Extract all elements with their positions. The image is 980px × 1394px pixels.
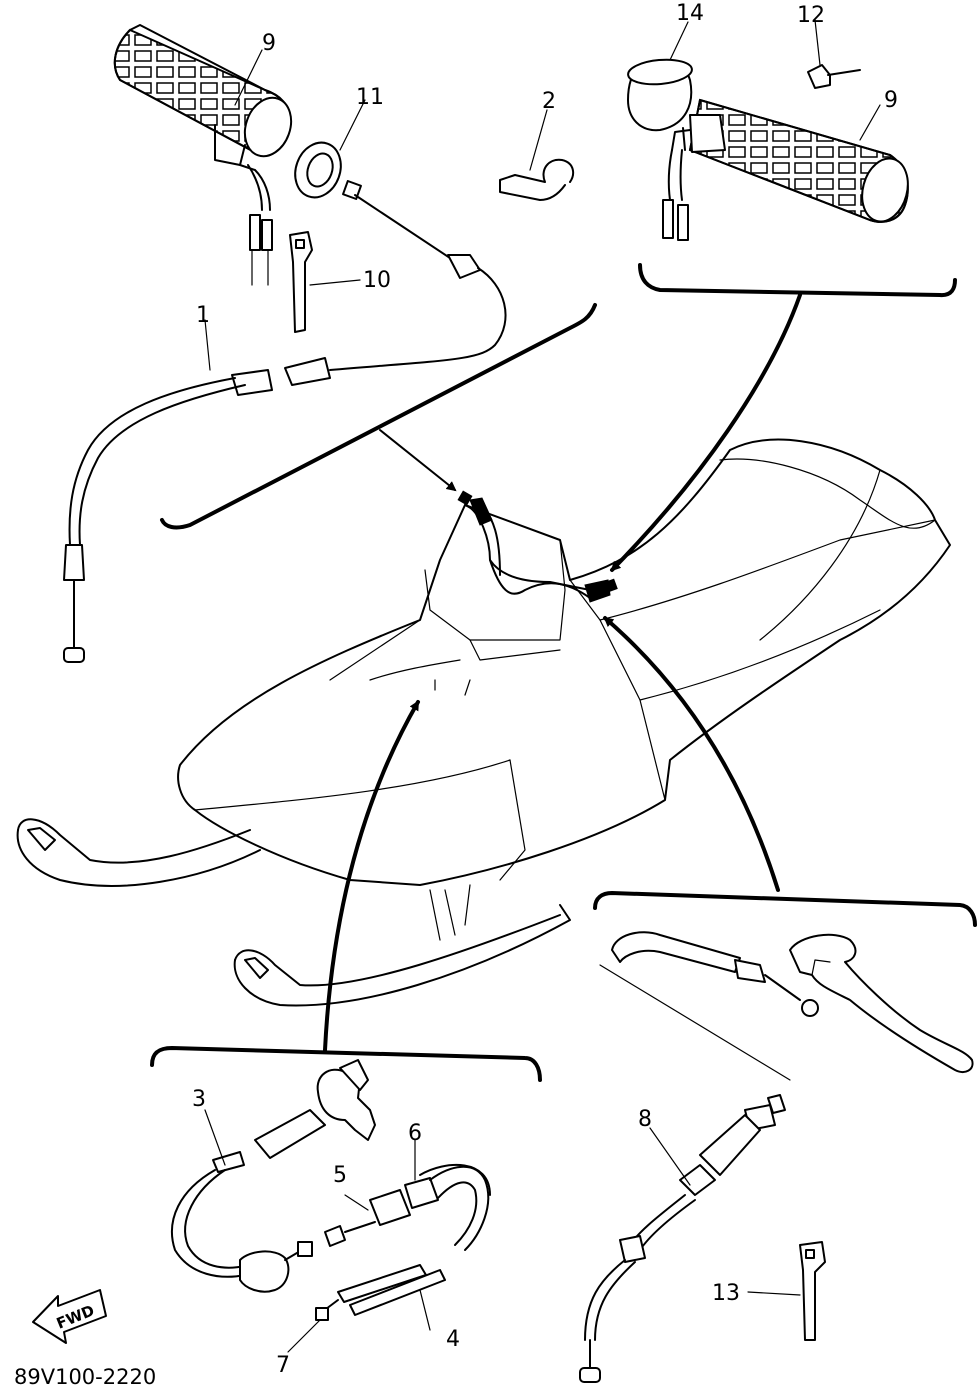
callout-10: 10 bbox=[363, 268, 391, 293]
brake-cable bbox=[579, 1094, 786, 1383]
brake-cable-upper bbox=[611, 931, 819, 1017]
choke-hose bbox=[419, 1164, 491, 1251]
callout-12: 12 bbox=[797, 3, 825, 28]
choke-switch-group-bracket bbox=[150, 700, 542, 1082]
cable-clip bbox=[499, 158, 575, 201]
diagram-code: 89V100-2220 bbox=[14, 1365, 156, 1389]
callout-8: 8 bbox=[638, 1107, 652, 1132]
brake-lever-group-bracket bbox=[593, 616, 977, 927]
callout-5: 5 bbox=[333, 1163, 347, 1188]
callout-13: 13 bbox=[712, 1281, 740, 1306]
brake-lever bbox=[789, 933, 974, 1073]
grip-ring bbox=[294, 141, 342, 199]
choke-lever bbox=[254, 1059, 376, 1159]
callout-4: 4 bbox=[446, 1327, 460, 1352]
throttle-cable bbox=[63, 180, 507, 663]
choke-cable bbox=[170, 1151, 313, 1293]
callout-14: 14 bbox=[676, 1, 704, 26]
callout-6: 6 bbox=[408, 1121, 422, 1146]
cable-tie-left bbox=[289, 231, 313, 333]
left-grip bbox=[113, 24, 293, 286]
right-handlebar-group-bracket bbox=[596, 263, 957, 596]
choke-wire-tube bbox=[315, 1264, 446, 1321]
choke-plunger bbox=[324, 1177, 439, 1247]
callout-7: 7 bbox=[276, 1353, 290, 1378]
left-handlebar-group-bracket bbox=[160, 303, 597, 530]
callout-9-right: 9 bbox=[884, 88, 898, 113]
screw bbox=[807, 64, 861, 89]
cable-tie-right bbox=[799, 1241, 826, 1341]
handlebar-assembly bbox=[464, 497, 611, 603]
snowmobile bbox=[16, 438, 951, 1007]
leader-dashed-line bbox=[599, 964, 791, 1081]
fwd-arrow-icon: FWD bbox=[32, 1289, 107, 1344]
leader-lines bbox=[204, 19, 881, 1353]
callout-labels: 9 11 2 10 1 14 12 9 3 6 5 8 13 4 7 bbox=[192, 1, 898, 1378]
callout-2: 2 bbox=[542, 89, 556, 114]
callout-9-left: 9 bbox=[262, 31, 276, 56]
callout-3: 3 bbox=[192, 1087, 206, 1112]
callout-1: 1 bbox=[196, 303, 210, 328]
callout-11: 11 bbox=[356, 85, 384, 110]
right-grip bbox=[662, 98, 909, 241]
throttle-housing-cap bbox=[627, 58, 693, 132]
